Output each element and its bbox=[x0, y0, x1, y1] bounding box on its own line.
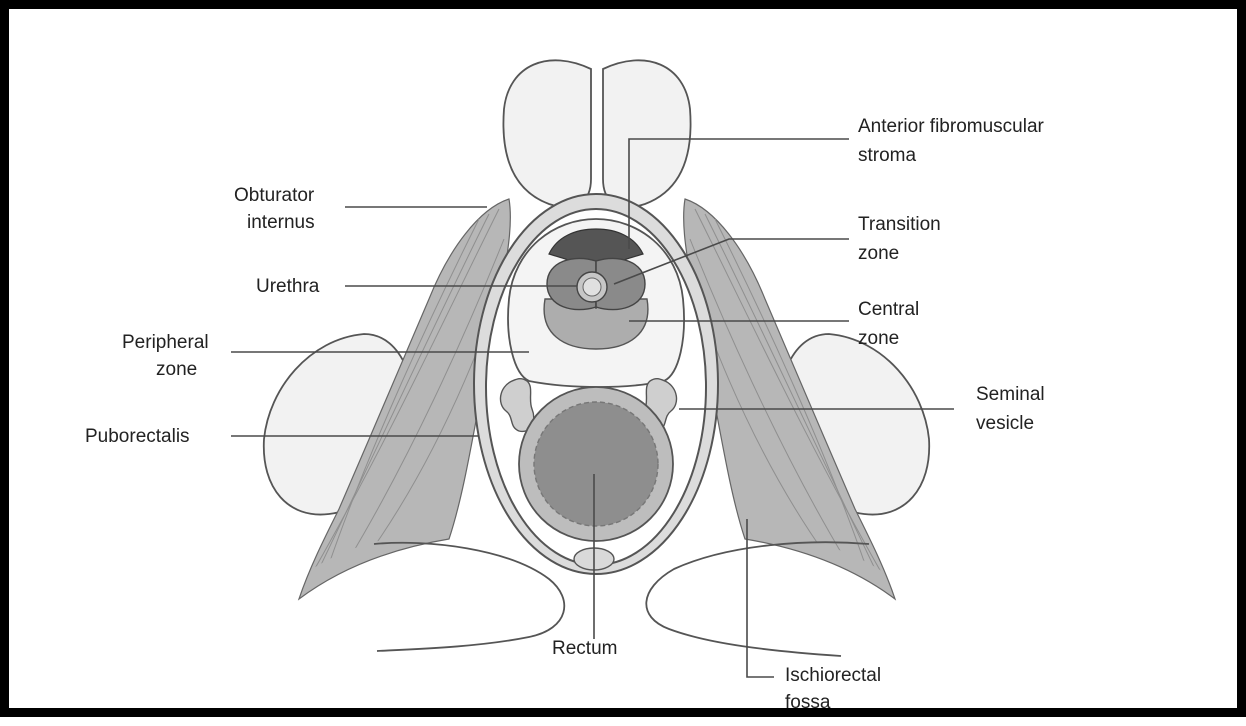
label-transition-line2: zone bbox=[858, 243, 899, 264]
label-ischiorectal-line2: fossa bbox=[785, 692, 831, 713]
right-upper-fat-lobe bbox=[603, 60, 691, 207]
rectum-inner bbox=[534, 402, 658, 526]
label-peripheral-line1: Peripheral bbox=[122, 332, 209, 353]
left-upper-fat-lobe bbox=[503, 60, 591, 207]
label-afs-line2: stroma bbox=[858, 145, 917, 166]
label-peripheral-zone: Peripheral zone bbox=[122, 332, 214, 380]
urethra-lumen bbox=[583, 278, 601, 296]
label-anterior-fibromuscular-stroma: Anterior fibromuscular stroma bbox=[858, 116, 1049, 166]
label-urethra: Urethra bbox=[256, 276, 320, 297]
label-puborectalis-line1: Puborectalis bbox=[85, 426, 190, 447]
label-transition-zone: Transition zone bbox=[858, 214, 946, 264]
prostate-cross-section-diagram: Obturator internus Urethra Peripheral zo… bbox=[9, 9, 1246, 726]
label-ischiorectal-line1: Ischiorectal bbox=[785, 665, 881, 686]
label-rectum: Rectum bbox=[552, 638, 617, 659]
label-afs-line1: Anterior fibromuscular bbox=[858, 116, 1045, 137]
label-seminal-line1: Seminal bbox=[976, 384, 1045, 405]
label-central-line1: Central bbox=[858, 299, 919, 320]
label-central-line2: zone bbox=[858, 328, 899, 349]
label-seminal-vesicle: Seminal vesicle bbox=[976, 384, 1050, 434]
label-transition-line1: Transition bbox=[858, 214, 941, 235]
label-seminal-line2: vesicle bbox=[976, 413, 1034, 434]
label-peripheral-line2: zone bbox=[156, 359, 197, 380]
label-obturator-line1: Obturator bbox=[234, 185, 315, 206]
label-obturator-line2: internus bbox=[247, 212, 315, 233]
label-urethra-line1: Urethra bbox=[256, 276, 320, 297]
label-rectum-line1: Rectum bbox=[552, 638, 617, 659]
left-gluteal-outline bbox=[374, 543, 564, 651]
label-ischiorectal-fossa: Ischiorectal fossa bbox=[785, 665, 886, 713]
label-obturator-internus: Obturator internus bbox=[234, 185, 320, 233]
label-puborectalis: Puborectalis bbox=[85, 426, 190, 447]
label-central-zone: Central zone bbox=[858, 299, 925, 349]
